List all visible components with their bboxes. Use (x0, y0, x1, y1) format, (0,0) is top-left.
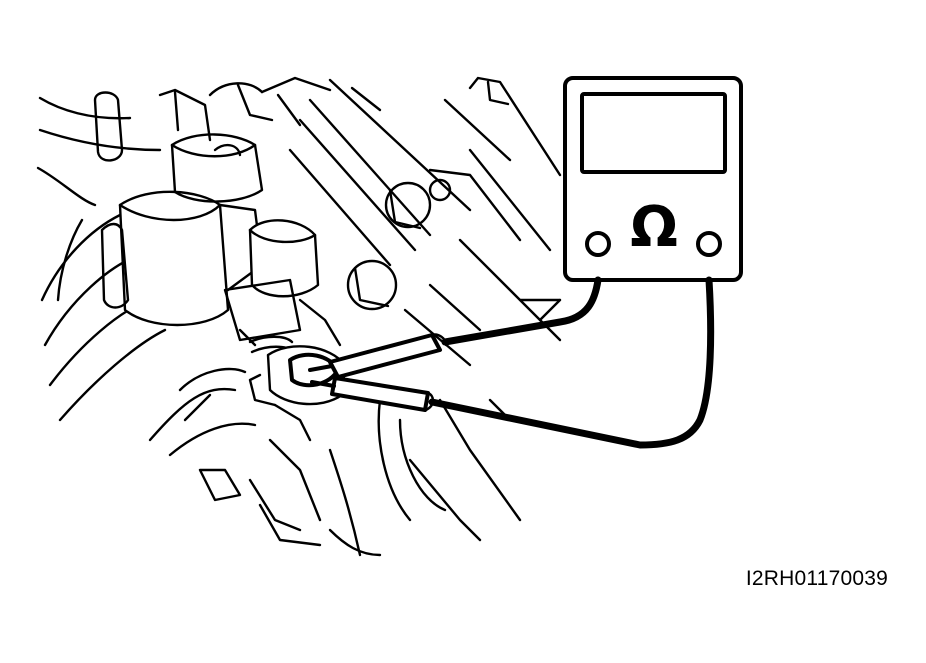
ohm-symbol: Ω (630, 195, 678, 260)
actuator-canister (100, 133, 264, 327)
figure-reference-code: I2RH01170039 (745, 567, 888, 590)
engine-block-outline (36, 76, 562, 367)
meter-jack-left (585, 231, 611, 257)
ohmmeter: Ω (563, 76, 743, 282)
lower-pipes (148, 367, 522, 557)
meter-display (580, 92, 727, 174)
probe-upper (308, 333, 448, 379)
meter-jack-right (696, 231, 722, 257)
sensor-body (223, 219, 347, 442)
test-leads (428, 276, 715, 449)
probe-lower (310, 376, 435, 412)
